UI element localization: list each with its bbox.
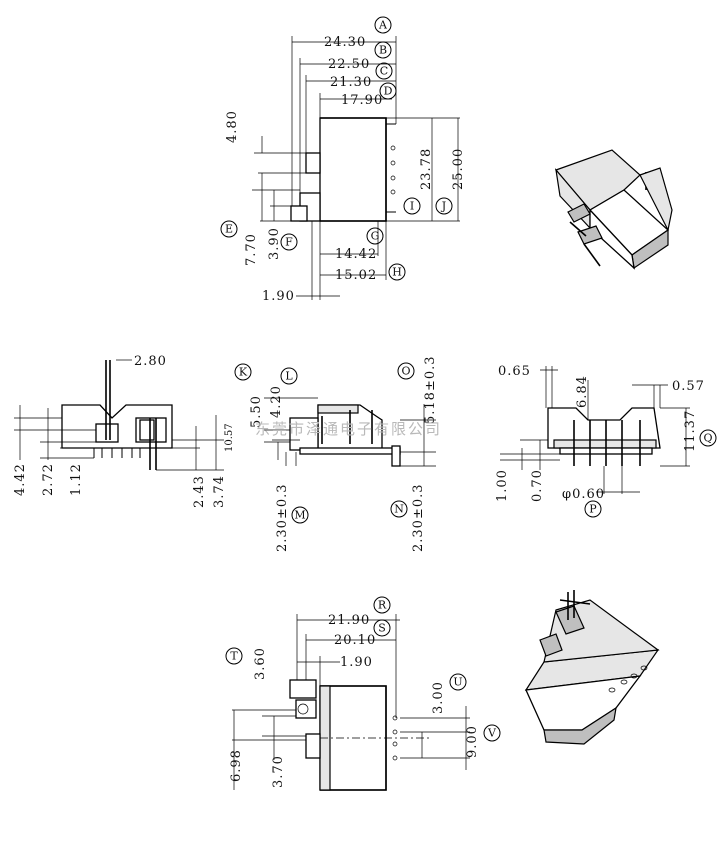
dim-4-20: 4.20	[269, 385, 284, 418]
circle-label-n: N	[390, 500, 408, 518]
circle-label-h: H	[388, 263, 406, 281]
svg-text:S: S	[378, 622, 386, 635]
dim-21-30: 21.30	[330, 75, 372, 90]
svg-text:V: V	[487, 727, 497, 740]
dim-15-02: 15.02	[335, 268, 377, 283]
dim-phi-0-60: φ0.60	[562, 487, 605, 502]
dim-24-30: 24.30	[324, 35, 366, 50]
svg-text:F: F	[285, 236, 293, 249]
svg-text:O: O	[401, 365, 410, 378]
circle-label-l: L	[280, 367, 298, 385]
svg-text:B: B	[379, 44, 387, 57]
circle-label-r: R	[373, 596, 391, 614]
svg-text:J: J	[441, 200, 446, 213]
circle-label-q: Q	[699, 429, 717, 447]
dim-3-60: 3.60	[253, 647, 268, 680]
dim-0-65: 0.65	[498, 364, 531, 379]
svg-text:L: L	[285, 370, 293, 383]
dim-10-57: 10.57	[224, 423, 235, 452]
svg-text:U: U	[453, 676, 462, 689]
dim-4-80: 4.80	[225, 110, 240, 143]
dim-11-37: 11.37	[683, 410, 698, 452]
dim-2-30-left: 2.30±0.3	[275, 483, 290, 552]
circle-label-d: D	[379, 82, 397, 100]
dim-21-90: 21.90	[328, 613, 370, 628]
circle-label-c: C	[375, 62, 393, 80]
circle-label-u: U	[449, 673, 467, 691]
side-view: 5.50 4.20 5.18±0.3 2.30±0.3 2.30±0.3 K L…	[234, 355, 438, 552]
circle-label-k: K	[234, 363, 252, 381]
dim-17-90: 17.90	[341, 93, 383, 108]
bottom-view: 21.90 20.10 1.90 3.60 3.00 9.00 6.98 3.7…	[225, 596, 501, 791]
svg-text:H: H	[392, 266, 402, 279]
circle-label-g: G	[366, 227, 384, 245]
dim-2-43: 2.43	[192, 475, 207, 508]
dim-4-42: 4.42	[13, 463, 28, 496]
right-view: 0.65 6.84 0.57 11.37 1.00 0.70 φ0.60 Q P	[495, 364, 717, 518]
dim-6-84: 6.84	[575, 375, 590, 408]
circle-label-v: V	[483, 724, 501, 742]
dim-1-12: 1.12	[69, 463, 84, 496]
svg-text:M: M	[294, 509, 305, 522]
svg-text:A: A	[378, 19, 388, 32]
dim-2-30-right: 2.30±0.3	[411, 483, 426, 552]
dim-3-74: 3.74	[212, 475, 227, 508]
circle-label-a: A	[374, 16, 392, 34]
circle-label-f: F	[280, 233, 298, 251]
circle-label-b: B	[374, 41, 392, 59]
circle-label-s: S	[373, 619, 391, 637]
company-watermark: 东莞市泽通电子有限公司	[255, 420, 442, 438]
dim-2-80: 2.80	[134, 354, 167, 369]
dim-1-00: 1.00	[495, 469, 510, 502]
svg-text:Q: Q	[703, 432, 712, 445]
circle-label-i: I	[403, 197, 421, 215]
front-view: 2.80 4.42 2.72 1.12 2.43 3.74 10.57	[13, 354, 235, 508]
circle-label-o: O	[397, 362, 415, 380]
svg-text:K: K	[239, 366, 248, 379]
dim-1-90: 1.90	[262, 289, 295, 304]
svg-text:T: T	[230, 650, 238, 663]
circle-label-t: T	[225, 647, 243, 665]
circle-label-m: M	[291, 506, 309, 524]
dim-0-70: 0.70	[530, 469, 545, 502]
dim-3-90: 3.90	[267, 227, 282, 260]
svg-text:E: E	[225, 223, 233, 236]
dim-3-70: 3.70	[271, 755, 286, 788]
circle-label-j: J	[435, 197, 453, 215]
dim-14-42: 14.42	[335, 247, 377, 262]
svg-text:R: R	[378, 599, 387, 612]
isometric-view-upper	[554, 149, 673, 270]
circle-label-e: E	[220, 220, 238, 238]
dim-7-70: 7.70	[244, 233, 259, 266]
dim-3-00: 3.00	[431, 681, 446, 714]
dim-6-98: 6.98	[229, 749, 244, 782]
svg-text:G: G	[371, 230, 380, 243]
dim-23-78: 23.78	[419, 148, 434, 190]
dim-20-10: 20.10	[334, 633, 376, 648]
dim-0-57: 0.57	[672, 379, 705, 394]
dim-9-00: 9.00	[465, 725, 480, 758]
isometric-view-lower	[524, 590, 660, 745]
dim-5-18: 5.18±0.3	[423, 355, 438, 424]
svg-text:I: I	[410, 200, 414, 213]
dim-22-50: 22.50	[328, 57, 370, 72]
svg-text:D: D	[384, 85, 393, 98]
dim-5-50: 5.50	[249, 395, 264, 428]
dim-25-00: 25.00	[451, 148, 466, 190]
dim-2-72: 2.72	[41, 463, 56, 496]
dim-1-90-bottom: 1.90	[340, 655, 373, 670]
circle-label-p: P	[584, 500, 602, 518]
svg-text:N: N	[394, 503, 404, 516]
svg-text:C: C	[380, 65, 388, 78]
top-view: 24.30 22.50 21.30 17.90 4.80 23.78 25.00…	[220, 16, 466, 304]
svg-text:P: P	[589, 503, 597, 516]
